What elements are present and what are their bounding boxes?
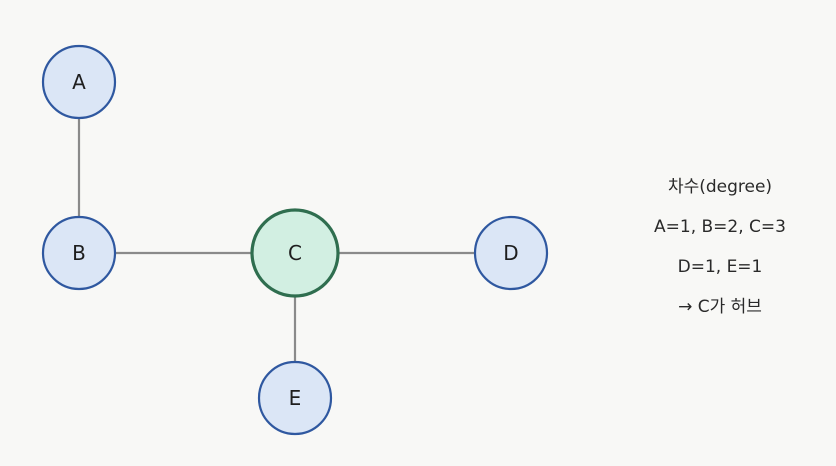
legend-degrees-line-1: A=1, B=2, C=3 bbox=[654, 217, 786, 237]
node-c-label: C bbox=[288, 241, 302, 265]
node-b-circle bbox=[41, 215, 117, 291]
node-c-circle bbox=[250, 208, 340, 298]
node-a: A bbox=[41, 44, 117, 120]
legend-conclusion: → C가 허브 bbox=[678, 297, 762, 317]
node-c: C bbox=[250, 208, 340, 298]
legend-degrees-line-2: D=1, E=1 bbox=[677, 257, 763, 277]
legend-title: 차수(degree) bbox=[667, 177, 773, 197]
node-b: B bbox=[41, 215, 117, 291]
node-e-circle bbox=[257, 360, 333, 436]
node-d-label: D bbox=[503, 241, 518, 265]
node-e: E bbox=[257, 360, 333, 436]
node-e-label: E bbox=[289, 386, 302, 410]
degree-legend: 차수(degree) A=1, B=2, C=3 D=1, E=1 → C가 허… bbox=[620, 174, 820, 334]
node-a-label: A bbox=[72, 70, 86, 94]
node-d-circle bbox=[473, 215, 549, 291]
nodes-layer: A B C D E bbox=[41, 44, 549, 436]
node-d: D bbox=[473, 215, 549, 291]
node-b-label: B bbox=[72, 241, 86, 265]
node-a-circle bbox=[41, 44, 117, 120]
